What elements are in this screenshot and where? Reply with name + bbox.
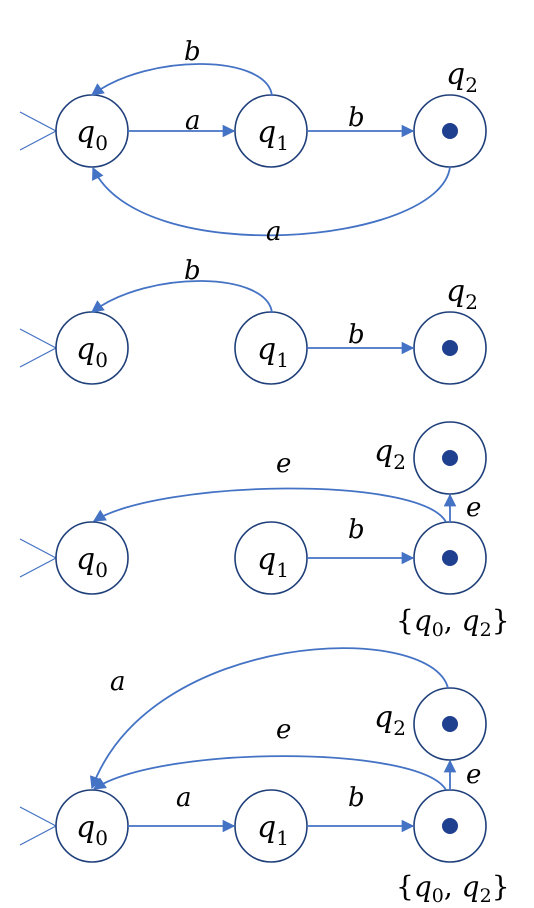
accept-dot [442,550,458,566]
accept-dot [442,716,458,732]
edge-q2-q0 [90,647,449,790]
accept-dot [442,123,458,139]
state-q0-label: q0 [76,542,108,582]
edge-set-q0 [92,755,447,791]
accept-dot [442,450,458,466]
accept-dot [442,340,458,356]
edge-q1-q2-label: b [348,103,365,133]
diagram-1: q0 q1 q2 b a b a [19,37,487,247]
edge-set-q2-label: e [466,493,481,523]
state-q2-label: q2 [446,57,478,97]
state-q2-label: q2 [374,700,406,740]
edge-q0-q1-label: a [176,783,192,813]
edge-q2-q0-label: a [266,217,282,247]
edge-q2-q0 [92,166,451,237]
state-q1-label: q1 [257,115,289,155]
start-arrow [19,806,58,846]
state-q2-label: q2 [446,274,478,314]
edge-set-q0-label: e [276,715,291,745]
state-q0-label: q0 [76,810,108,850]
edge-q1-q0-label: b [184,256,201,286]
state-q1-label: q1 [257,542,289,582]
edge-q1-set-label: b [348,515,365,545]
edge-set-q2-label: e [466,760,481,790]
state-q0 [55,521,129,595]
start-arrow [19,538,58,578]
start-arrow [19,111,58,151]
start-arrow [19,328,58,368]
diagram-4: q0 q1 q2 a e e a b {q0, q2} [19,647,510,907]
edge-q1-q0-label: b [184,37,201,67]
edge-q1-q0 [90,280,273,314]
edge-set-q0-label: e [276,449,291,479]
edge-q0-q1-label: a [185,106,201,136]
edge-set-q0 [92,487,447,523]
state-q1-label: q1 [257,332,289,372]
diagram-3: q0 q1 q2 e e b {q0, q2} [19,421,510,641]
state-q0-label: q0 [76,332,108,372]
edge-q2-q0-label: a [110,667,126,697]
state-set-label: {q0, q2} [396,604,510,641]
edge-q1-q0 [90,63,273,97]
accept-dot [442,818,458,834]
state-q2-label: q2 [374,434,406,474]
state-set-label: {q0, q2} [396,870,510,907]
edge-q1-q2-label: b [348,320,365,350]
state-q0-label: q0 [76,115,108,155]
diagram-2: q0 q1 q2 b b [19,256,487,385]
state-q1-label: q1 [257,810,289,850]
edge-q1-set-label: b [348,783,365,813]
